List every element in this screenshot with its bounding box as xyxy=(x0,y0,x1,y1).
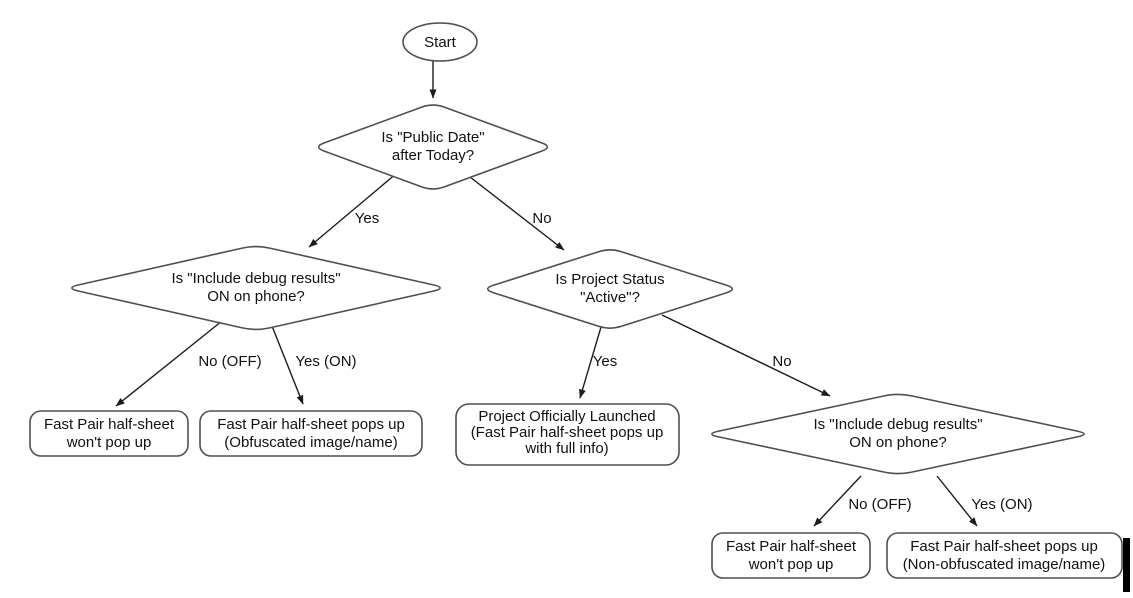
edge-label-debug-left-yes: Yes (ON) xyxy=(295,353,356,370)
decision-text-line: Is Project Status xyxy=(555,271,664,288)
edge-label-project-status-yes: Yes xyxy=(593,353,617,370)
result-box xyxy=(711,532,871,579)
edge-debug-right-no xyxy=(813,475,862,527)
edge-public-date-no xyxy=(469,176,565,251)
decision-text-line: after Today? xyxy=(392,147,474,164)
decision-text-line: Is "Public Date" xyxy=(381,129,484,146)
result-text-line: with full info) xyxy=(524,440,608,457)
edge-debug-left-no xyxy=(115,320,223,407)
result-text-line: (Non-obfuscated image/name) xyxy=(903,556,1106,573)
node-result-obfuscated: Fast Pair half-sheet pops up (Obfuscated… xyxy=(199,410,423,457)
node-result-no-popup-right: Fast Pair half-sheet won't pop up xyxy=(711,532,871,579)
node-result-no-popup-left: Fast Pair half-sheet won't pop up xyxy=(29,410,189,457)
node-decision-debug-right: Is "Include debug results" ON on phone? xyxy=(711,393,1085,475)
edge-label-debug-left-no: No (OFF) xyxy=(198,353,261,370)
result-box xyxy=(455,403,680,466)
result-box xyxy=(29,410,189,457)
decision-diamond xyxy=(317,104,549,190)
edge-debug-left-yes xyxy=(271,325,304,405)
result-text-line: (Obfuscated image/name) xyxy=(224,434,397,451)
edge-public-date-yes xyxy=(308,172,398,248)
decision-diamond xyxy=(71,245,441,331)
result-text-line: Fast Pair half-sheet xyxy=(44,416,175,433)
result-text-line: won't pop up xyxy=(748,556,834,573)
edge-label-project-status-no: No xyxy=(772,353,791,370)
node-decision-project-status: Is Project Status "Active"? xyxy=(486,249,734,329)
edge-label-debug-right-yes: Yes (ON) xyxy=(971,496,1032,513)
edge-label-debug-right-no: No (OFF) xyxy=(848,496,911,513)
node-decision-public-date: Is "Public Date" after Today? xyxy=(317,104,549,190)
text-cursor-bar xyxy=(1123,538,1130,592)
connectors xyxy=(115,61,978,527)
start-label: Start xyxy=(424,34,457,51)
decision-text-line: Is "Include debug results" xyxy=(171,270,340,287)
result-text-line: Fast Pair half-sheet xyxy=(726,538,857,555)
decision-diamond xyxy=(486,249,734,329)
result-text-line: Fast Pair half-sheet pops up xyxy=(217,416,405,433)
decision-text-line: "Active"? xyxy=(580,289,640,306)
node-decision-debug-left: Is "Include debug results" ON on phone? xyxy=(71,245,441,331)
node-result-non-obfuscated: Fast Pair half-sheet pops up (Non-obfusc… xyxy=(886,532,1123,579)
edge-project-status-no xyxy=(661,314,831,397)
decision-text-line: ON on phone? xyxy=(207,288,305,305)
edge-debug-right-yes xyxy=(936,475,978,527)
result-box xyxy=(886,532,1123,579)
edge-labels: Yes No No (OFF) Yes (ON) Yes No No (OFF)… xyxy=(198,210,1032,513)
edge-label-public-date-no: No xyxy=(532,210,551,227)
result-text-line: Project Officially Launched xyxy=(478,408,655,425)
edge-project-status-yes xyxy=(579,326,602,399)
result-text-line: (Fast Pair half-sheet pops up xyxy=(471,424,664,441)
result-text-line: Fast Pair half-sheet pops up xyxy=(910,538,1098,555)
result-box xyxy=(199,410,423,457)
start-ellipse xyxy=(402,22,478,62)
edge-label-public-date-yes: Yes xyxy=(355,210,379,227)
decision-text-line: ON on phone? xyxy=(849,434,947,451)
result-text-line: won't pop up xyxy=(66,434,152,451)
decision-text-line: Is "Include debug results" xyxy=(813,416,982,433)
node-start: Start xyxy=(402,22,478,62)
node-result-launched: Project Officially Launched (Fast Pair h… xyxy=(455,403,680,466)
decision-diamond xyxy=(711,393,1085,475)
